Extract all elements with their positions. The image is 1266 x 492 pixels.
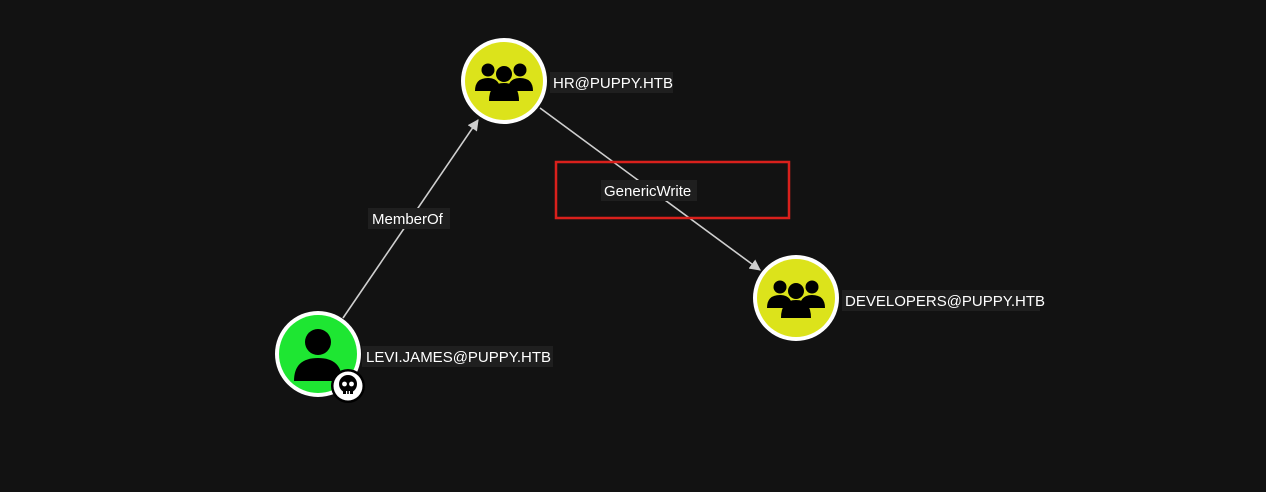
node-label-hr: HR@PUPPY.HTB <box>553 75 673 92</box>
edge-genericwrite[interactable]: GenericWrite <box>539 107 761 271</box>
user-icon <box>294 329 342 381</box>
node-hr[interactable]: HR@PUPPY.HTB <box>461 38 673 124</box>
node-label-developers: DEVELOPERS@PUPPY.HTB <box>845 293 1045 310</box>
node-levi-james[interactable]: LEVI.JAMES@PUPPY.HTB <box>275 311 553 403</box>
node-developers[interactable]: DEVELOPERS@PUPPY.HTB <box>753 255 1045 341</box>
skull-icon <box>331 369 365 403</box>
node-label-levi: LEVI.JAMES@PUPPY.HTB <box>366 349 551 366</box>
edge-memberof[interactable]: MemberOf <box>342 119 479 319</box>
highlight-box <box>554 160 791 220</box>
edge-label-genericwrite: GenericWrite <box>604 183 691 200</box>
edge-label-memberof: MemberOf <box>372 211 444 228</box>
